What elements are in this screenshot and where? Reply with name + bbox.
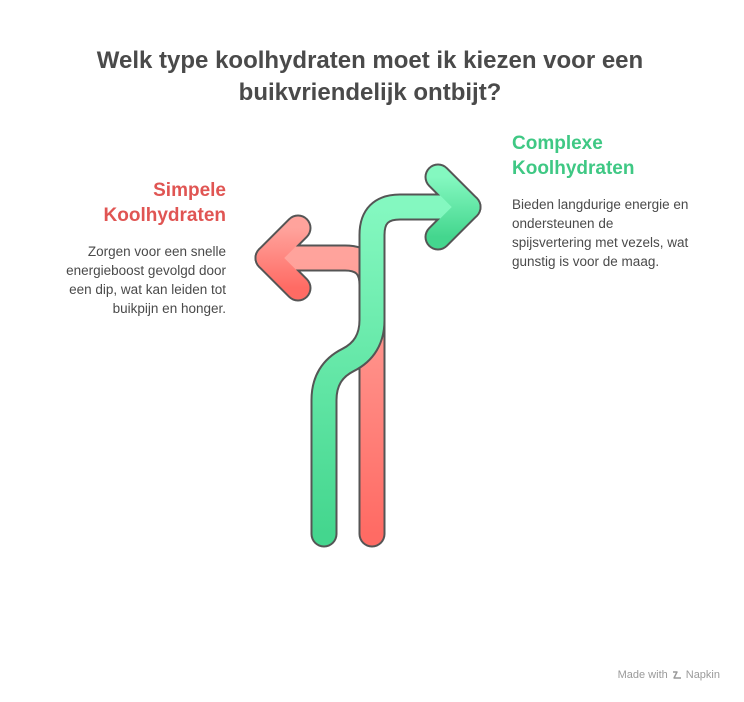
page-title: Welk type koolhydraten moet ik kiezen vo… [96,47,644,106]
complex-carbs-arrow [310,163,482,548]
made-with-label: Made with [617,669,668,681]
simple-carbs-heading: Simpele Koolhydraten [103,180,226,226]
napkin-logo-icon [672,671,681,679]
napkin-brand-label: Napkin [685,669,720,681]
footer-credit: Made with Napkin [618,669,720,681]
simple-carbs-description: Zorgen voor een snelle energieboost gevo… [66,244,226,316]
complex-carbs-heading: Complexe Koolhydraten [512,133,635,179]
complex-carbs-description: Bieden langdurige energie en ondersteune… [512,197,689,269]
